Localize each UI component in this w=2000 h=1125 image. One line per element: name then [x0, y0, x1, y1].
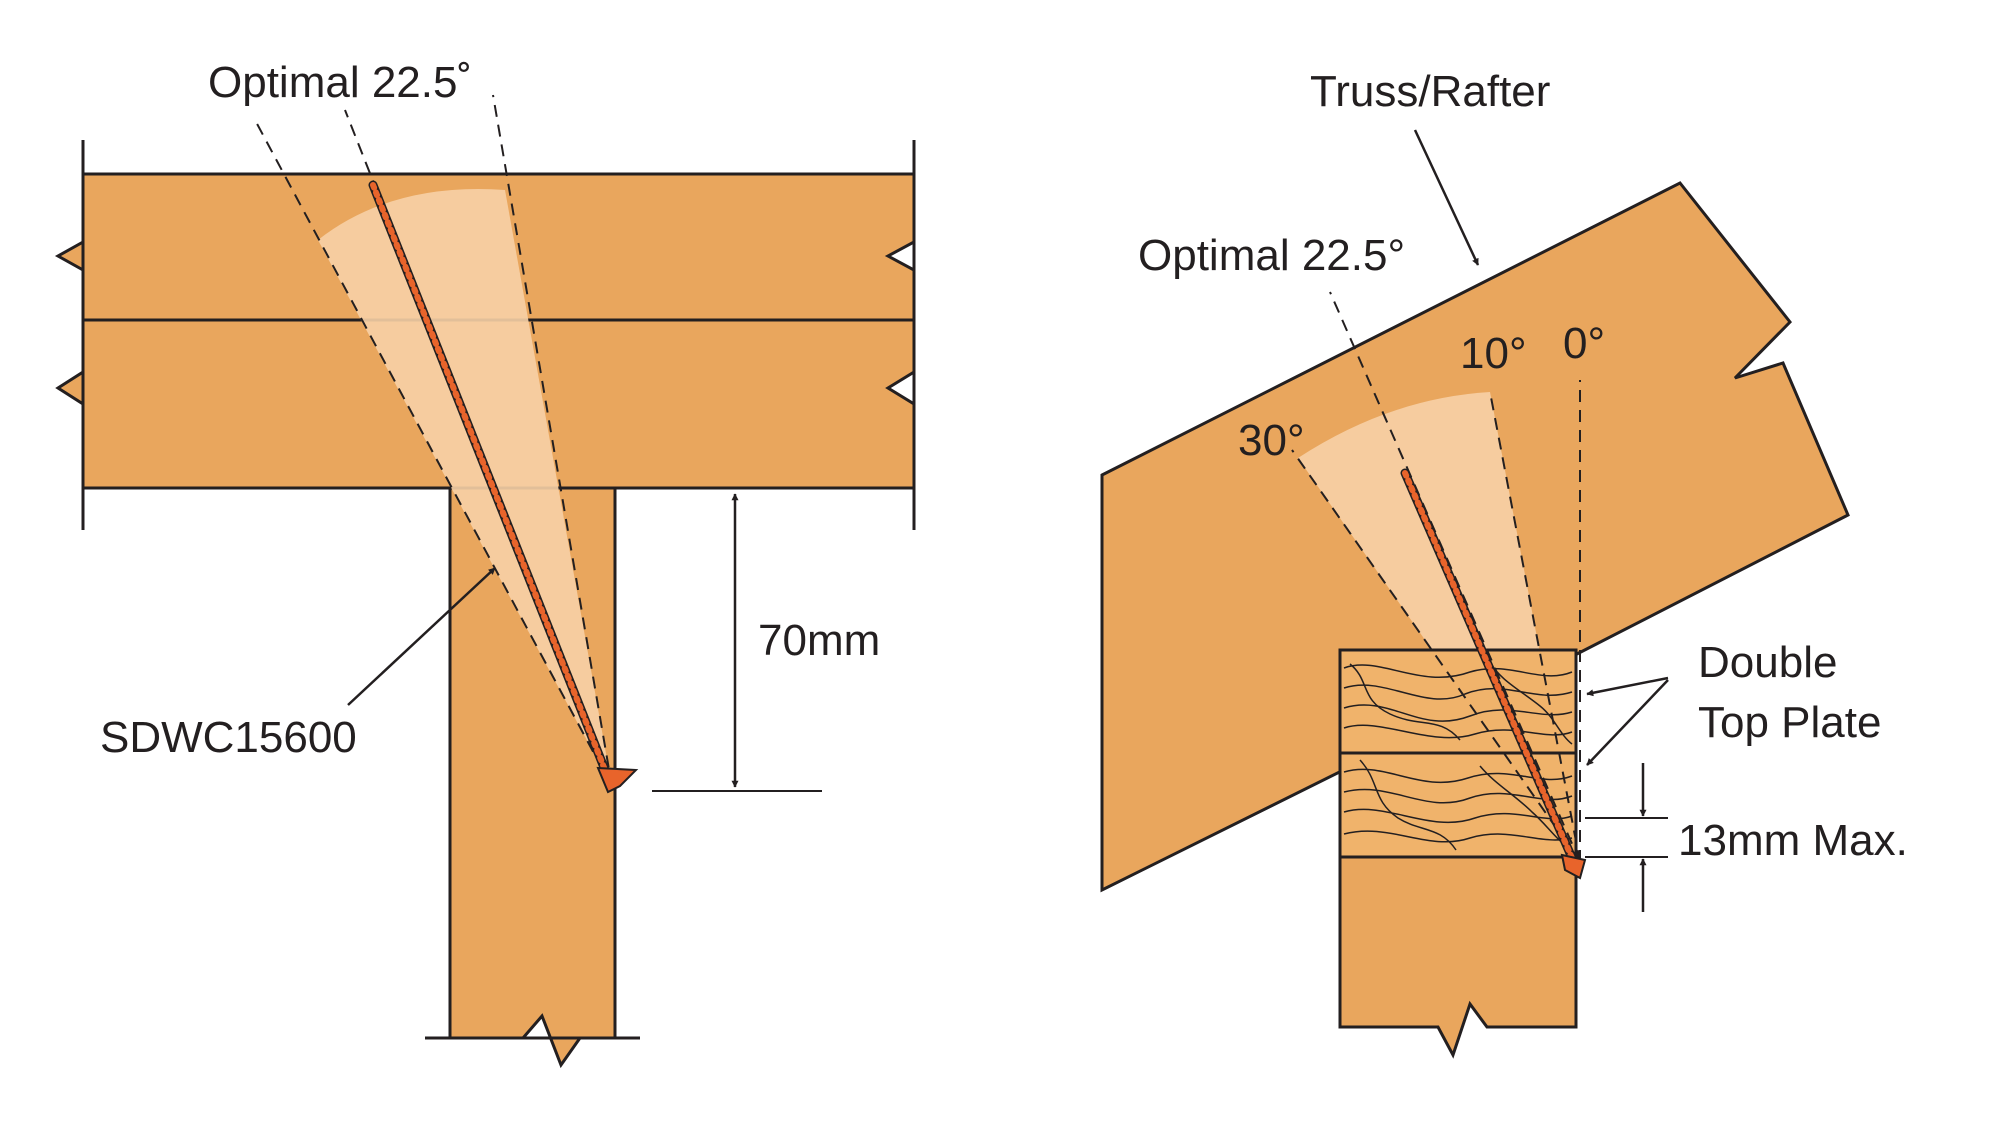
double-top-plate-label-line2: Top Plate	[1698, 698, 1881, 747]
left-screw-head	[596, 766, 639, 794]
left-screw-model-label: SDWC15600	[100, 713, 357, 762]
right-screw-head	[1560, 853, 1587, 880]
angle-0-label: 0°	[1563, 319, 1605, 368]
right-dashed-guide-30	[1291, 449, 1581, 863]
right-screw	[1400, 468, 1587, 880]
truss-leader	[1413, 129, 1480, 266]
left-optimal-angle-label: Optimal 22.5˚	[208, 58, 472, 107]
plate-leader-upper	[1586, 676, 1669, 697]
left-screw-leader	[347, 567, 496, 706]
left-screw	[368, 180, 639, 794]
plate-leader-lower	[1586, 679, 1669, 766]
truss-rafter-label: Truss/Rafter	[1310, 67, 1550, 116]
left-detail: Optimal 22.5˚ SDWC15600 70mm	[54, 58, 916, 1069]
left-dashed-guide-inner	[492, 94, 613, 788]
right-optimal-angle-label: Optimal 22.5°	[1138, 231, 1405, 280]
left-angle-zone	[318, 189, 612, 788]
wall-below-plate	[1338, 855, 1578, 1059]
angle-10-label: 10°	[1460, 329, 1527, 378]
left-dashed-guide-outer	[254, 119, 613, 788]
right-detail: Truss/Rafter Optimal 22.5° 30° 10° 0° Do…	[1100, 67, 1908, 1059]
max-dimension-label: 13mm Max.	[1678, 816, 1908, 865]
left-dimension-label: 70mm	[758, 616, 880, 665]
angle-30-label: 30°	[1238, 416, 1305, 465]
double-top-plate-label-line1: Double	[1698, 638, 1837, 687]
plate-wood-grain	[1343, 661, 1573, 851]
